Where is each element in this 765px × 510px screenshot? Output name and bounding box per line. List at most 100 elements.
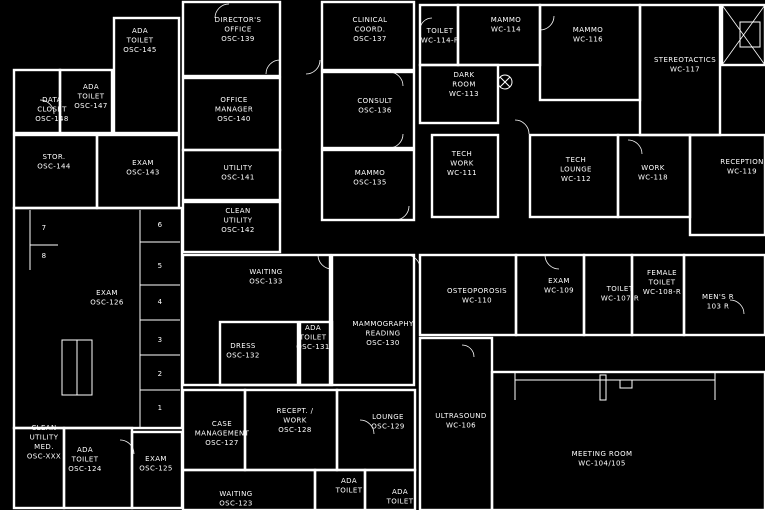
room-label: MAMMO WC-116 [573,26,604,44]
room-label-line: CASE [212,420,232,428]
room-label-line: OSC-139 [221,35,255,43]
bay-number: 2 [158,370,163,378]
bay-number: 1 [158,404,163,412]
room-label-line: MAMMO [491,16,522,24]
room-label-line: CONSULT [357,97,393,105]
room-label-line: UTILITY [224,217,253,225]
room-label-line: TOILET [126,37,154,45]
room-label-line: OSC-140 [217,115,251,123]
room-label: MEN'S R 103 R [702,293,734,311]
room-label-line: ADA [305,324,321,332]
room-label-line: WC-114-R [421,37,459,45]
room-label-line: OSC-130 [366,339,400,347]
room-label-line: CLEAN [31,424,56,432]
room-label-line: MAMMOGRAPHY [352,320,414,328]
room-label-line: WORK [283,417,307,425]
room-label-line: TOILET [606,285,634,293]
room-label-line: WC-109 [544,287,574,295]
room-label-line: OSC-144 [37,163,71,171]
room-label-line: OSC-147 [74,102,108,110]
room-label-line: ADA [83,83,99,91]
room-label-line: ADA [392,488,408,496]
room-label: EXAM WC-109 [544,277,574,295]
bay-number: 6 [158,221,163,229]
room-label-line: STOR. [42,153,65,161]
room-label-line: UTILITY [224,164,253,172]
room-label-line: WC-111 [447,169,477,177]
room-label-line: TECH [451,150,472,158]
room-label-line: LOUNGE [372,413,404,421]
room-label-line: MEN'S R [702,293,734,301]
room-label-line: TOILET [426,27,454,35]
room-label-line: OSC-131 [296,343,330,351]
room-label: TOILET WC-114-R [421,27,459,45]
room-label-line: WC-116 [573,36,603,44]
room-label-line: OSC-125 [139,465,173,473]
room-label-line: WAITING [219,490,252,498]
room-label-line: WC-119 [727,168,757,176]
room-label-line: ULTRASOUND [435,412,486,420]
room-label-line: MAMMO [573,26,604,34]
room-label-line: EXAM [548,277,570,285]
wall-linework [12,0,765,510]
room-label-line: RECEPTION [720,158,764,166]
room-label-line: UTILITY [30,434,59,442]
room-label-line: MEETING ROOM [572,450,633,458]
room-label-line: WC-104/105 [578,460,625,468]
room-label-line: OSC-145 [123,46,157,54]
room-label: MEETING ROOM WC-104/105 [572,450,633,468]
room-label-line: 103 R [707,303,729,311]
room-label-line: WC-110 [462,297,492,305]
room-label-line: OSC-143 [126,169,160,177]
bay-number: 3 [158,336,163,344]
room-label-line: OSC-137 [353,35,387,43]
room-label-line: CLINICAL [353,16,388,24]
room-label-line: WC-106 [446,422,476,430]
room-label-line: WC-107-R [601,295,639,303]
room-label-line: WC-117 [670,66,700,74]
room-label-line: OSTEOPOROSIS [447,287,507,295]
room-label-line: CLEAN [225,207,250,215]
room-label-line: TOILET [71,456,99,464]
bay-number: 8 [42,252,47,260]
room-label-line: MAMMO [355,169,386,177]
room-label-line: WC-114 [491,26,521,34]
room-label-line: WC-112 [561,175,591,183]
room-label-line: OFFICE [224,26,251,34]
room-label: RECEPTION WC-119 [720,158,764,176]
room-label-line: EXAM [132,159,154,167]
room-label-line: OSC-133 [249,278,283,286]
room-label: MAMMO WC-114 [491,16,522,34]
room-label-line: MED. [34,443,54,451]
room-label-line: EXAM [96,289,118,297]
room-label: TOILET WC-107-R [601,285,639,303]
room-label-line: WC-118 [638,174,668,182]
room-label-line: WAITING [249,268,282,276]
room-label-line: DARK [453,71,474,79]
room-label-line: WC-113 [449,90,479,98]
bay-number: 5 [158,262,163,270]
